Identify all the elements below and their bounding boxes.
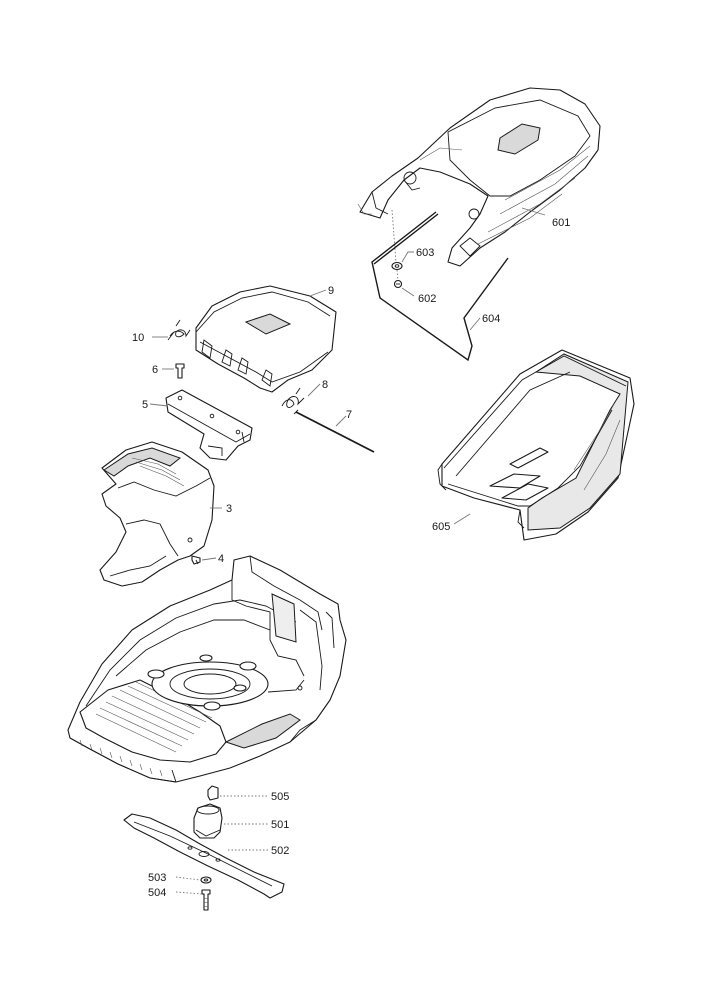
callout-5: 5: [142, 399, 148, 411]
callout-8: 8: [322, 379, 328, 391]
part-4-screw: [191, 555, 201, 565]
part-503-washer: [200, 876, 212, 884]
callout-501: 501: [271, 819, 289, 831]
callout-605: 605: [432, 521, 450, 533]
callout-6: 6: [152, 364, 158, 376]
leader-lines: [149, 207, 546, 895]
part-3-discharge-chute: [99, 441, 215, 587]
part-502-blade: [123, 813, 285, 899]
part-605-grass-bag: [437, 349, 635, 541]
part-501-blade-adapter: [193, 803, 223, 839]
part-8-spring: [281, 387, 305, 408]
callout-10: 10: [132, 332, 144, 344]
part-6-screw: [175, 363, 185, 379]
callout-604: 604: [482, 313, 500, 325]
part-7-rod: [293, 409, 375, 453]
part-10-spring: [167, 319, 191, 341]
callout-9: 9: [328, 285, 334, 297]
callout-7: 7: [346, 409, 352, 421]
part-602-screw: [393, 279, 403, 289]
callout-502: 502: [271, 845, 289, 857]
callout-3: 3: [226, 503, 232, 515]
part-603-washer: [391, 261, 403, 271]
callout-601: 601: [552, 217, 570, 229]
callout-602: 602: [418, 293, 436, 305]
mower-deck-chassis: [67, 555, 347, 783]
callout-504: 504: [148, 887, 166, 899]
callout-505: 505: [271, 791, 289, 803]
callout-603: 603: [416, 247, 434, 259]
part-601-handle-cover: [357, 87, 601, 267]
callout-labels: 601 603 602 604 9 10 6 8 5 7 605 3 4 505…: [132, 217, 570, 899]
part-505-key: [207, 785, 219, 801]
callout-4: 4: [218, 553, 224, 565]
part-504-bolt: [201, 889, 211, 911]
callout-503: 503: [148, 872, 166, 884]
part-604-rod: [371, 211, 509, 362]
part-5-hinge-bracket: [165, 389, 253, 461]
part-9-rear-flap: [195, 285, 337, 393]
